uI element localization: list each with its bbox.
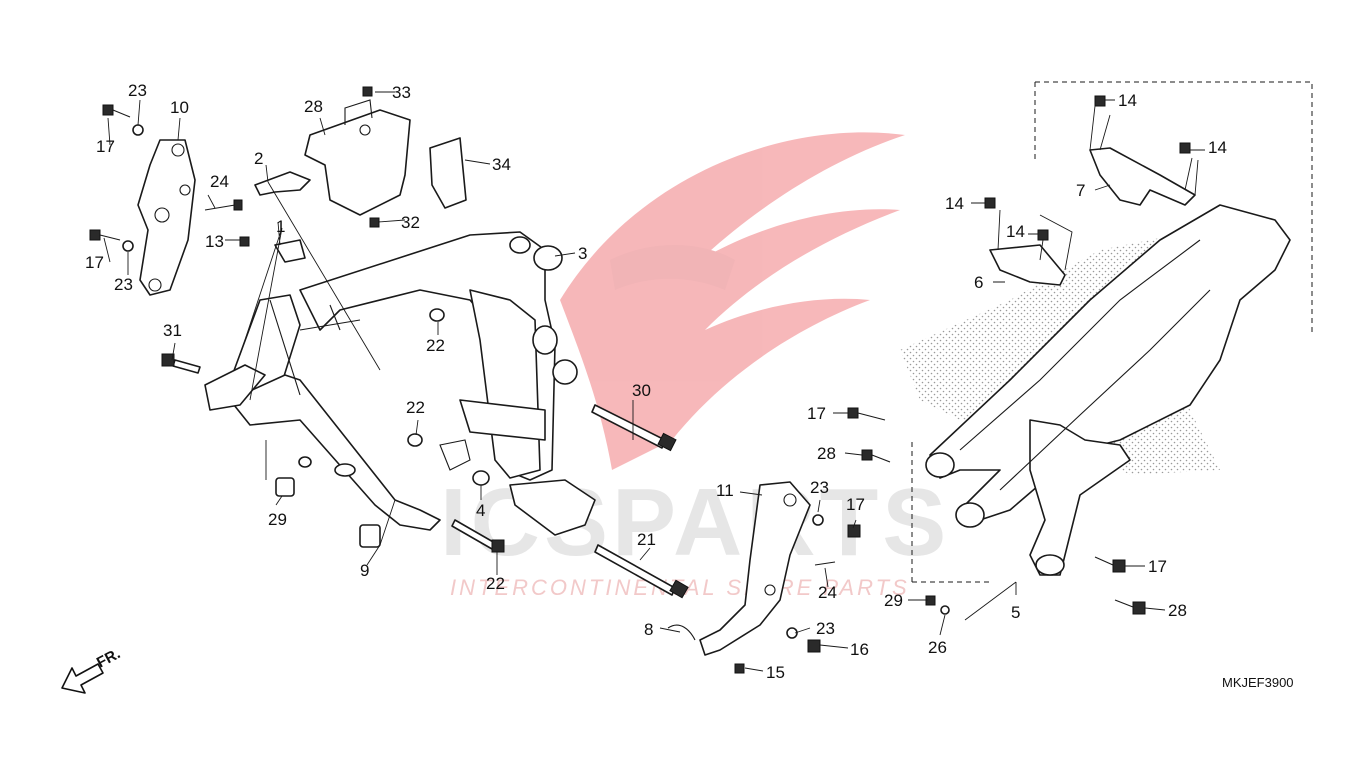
bolt-21 <box>451 519 505 553</box>
watermark-logo <box>560 132 905 470</box>
callout-17: 17 <box>1148 557 1167 576</box>
leader-lines <box>103 91 1205 672</box>
bolt-14 <box>984 95 1191 241</box>
rubber-gasket <box>429 137 467 209</box>
callout-23: 23 <box>810 478 829 497</box>
callout-14: 14 <box>1006 222 1025 241</box>
bracket-6 <box>989 244 1066 286</box>
callout-28: 28 <box>817 444 836 463</box>
callout-15: 15 <box>766 663 785 682</box>
callout-5: 5 <box>1011 603 1020 622</box>
callout-24: 24 <box>818 583 837 602</box>
callout-7: 7 <box>1076 181 1085 200</box>
callout-27: 29 <box>268 510 287 529</box>
bolt-20 <box>594 544 689 599</box>
callout-25: 26 <box>928 638 947 657</box>
callout-22: 22 <box>406 398 425 417</box>
bolt-30 <box>591 404 677 452</box>
callout-4: 4 <box>476 501 485 520</box>
main-frame <box>204 231 596 536</box>
diagram-code: MKJEF3900 <box>1222 675 1294 690</box>
front-direction-arrow: FR. <box>61 645 123 694</box>
bracket-7 <box>1089 147 1196 206</box>
callout-23: 23 <box>128 81 147 100</box>
callout-23: 23 <box>816 619 835 638</box>
callout-26: 28 <box>304 97 323 116</box>
callout-2: 2 <box>254 149 263 168</box>
callout-34: 34 <box>492 155 511 174</box>
bolt-17-left <box>89 104 131 241</box>
callout-3: 3 <box>578 244 587 263</box>
bolt-31 <box>161 353 201 374</box>
callout-17: 17 <box>96 137 115 156</box>
callout-9: 9 <box>360 561 369 580</box>
small-parts <box>122 86 950 674</box>
callout-24: 24 <box>210 172 229 191</box>
callout-14: 14 <box>1208 138 1227 157</box>
callout-20: 21 <box>637 530 656 549</box>
callout-6: 6 <box>974 273 983 292</box>
callout-labels: 23 10 17 24 13 17 23 1 2 28 33 34 32 3 3… <box>85 81 1227 682</box>
callout-33: 33 <box>392 83 411 102</box>
engine-hanger-bracket <box>137 139 196 296</box>
callout-32: 32 <box>401 213 420 232</box>
callout-16: 16 <box>850 640 869 659</box>
callout-28: 28 <box>1168 601 1187 620</box>
callout-17: 17 <box>807 404 826 423</box>
callout-8: 8 <box>644 620 653 639</box>
callout-22: 22 <box>426 336 445 355</box>
callout-21: 22 <box>486 574 505 593</box>
rear-sub-frame <box>900 204 1291 576</box>
bolt-24-left <box>204 199 243 211</box>
callout-31: 31 <box>163 321 182 340</box>
callout-1: 1 <box>276 217 285 236</box>
callout-23: 23 <box>114 275 133 294</box>
callout-17: 17 <box>846 495 865 514</box>
callout-11: 11 <box>716 481 734 500</box>
footpeg-bracket <box>699 481 811 656</box>
clip-bracket <box>254 171 311 196</box>
seat-bracket <box>304 99 411 216</box>
callout-30: 30 <box>632 381 651 400</box>
callout-14: 14 <box>1118 91 1137 110</box>
callout-13: 13 <box>205 232 224 251</box>
subframe-group-box <box>911 81 1313 583</box>
callout-29: 29 <box>884 591 903 610</box>
callout-14: 14 <box>945 194 964 213</box>
callout-10: 10 <box>170 98 189 117</box>
callout-17: 17 <box>85 253 104 272</box>
